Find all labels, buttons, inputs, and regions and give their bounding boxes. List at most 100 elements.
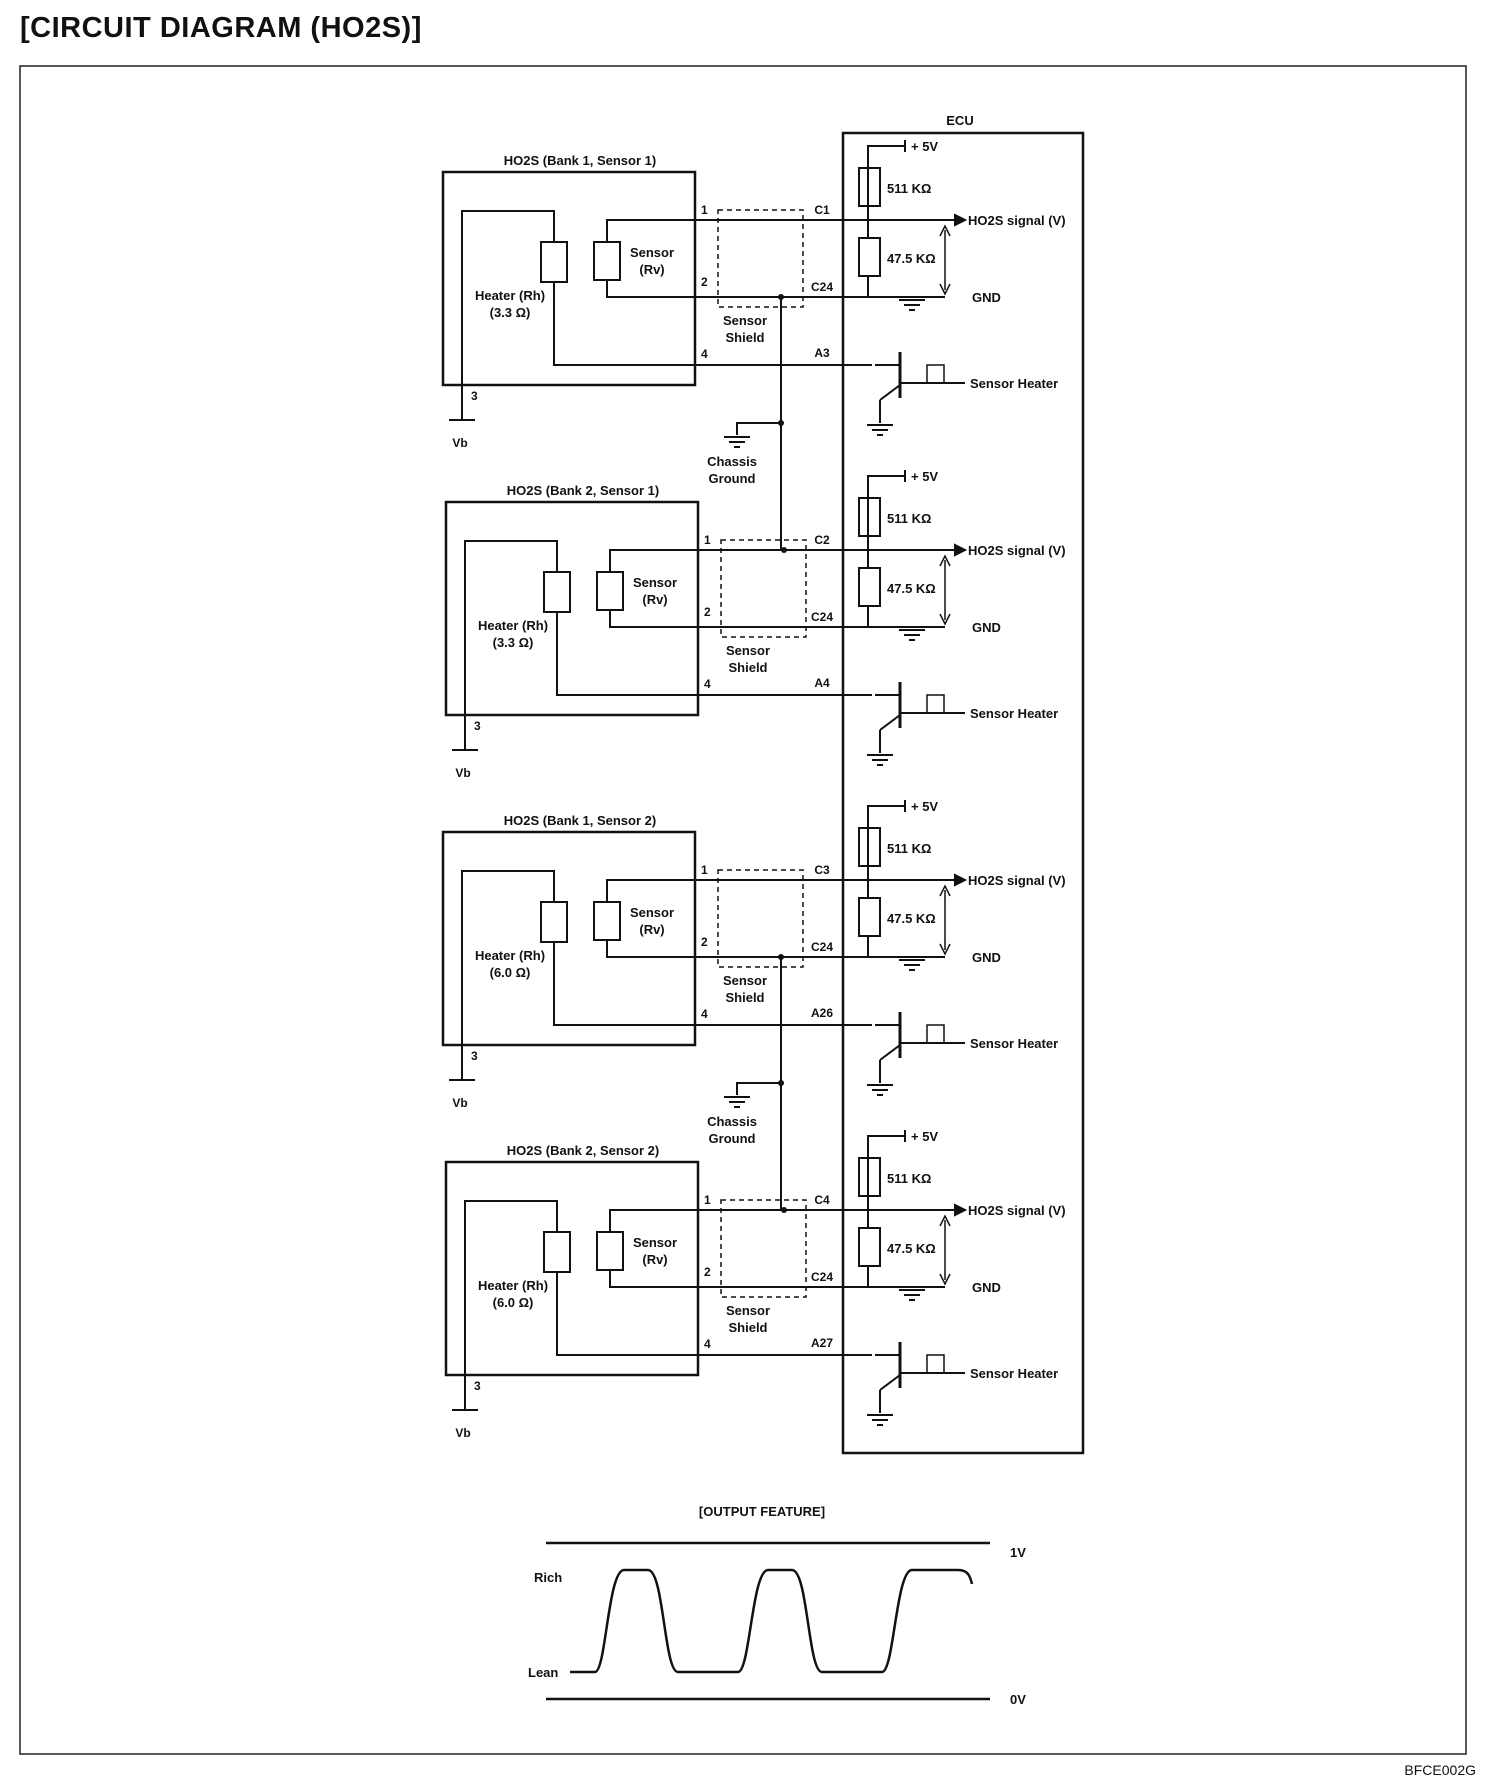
sensor-shield xyxy=(717,869,804,968)
transistor-ground xyxy=(867,424,893,436)
signal-arrow xyxy=(954,1203,968,1217)
shield-label-2: Shield xyxy=(725,990,764,1005)
ground-pin-label: C24 xyxy=(811,280,833,294)
pin1-label: 1 xyxy=(701,203,708,217)
chassis-drop xyxy=(736,422,781,435)
transistor-emitter xyxy=(879,1044,901,1061)
sensor-label: Sensor xyxy=(633,1235,677,1250)
pin3-label: 3 xyxy=(474,1379,481,1393)
heater-wire xyxy=(553,282,843,366)
resistor-top xyxy=(858,497,881,537)
ecu-ground xyxy=(899,1289,925,1301)
output-feature: [OUTPUT FEATURE] 1V 0V Rich Lean xyxy=(528,1504,1026,1707)
pwm-pulse xyxy=(922,1024,945,1044)
supply-label: + 5V xyxy=(911,469,938,484)
supply-wire xyxy=(867,475,905,550)
pin2-label: 2 xyxy=(701,275,708,289)
sensor-shield xyxy=(720,539,807,638)
heater-out-label: Sensor Heater xyxy=(970,1036,1058,1051)
vb-label: Vb xyxy=(455,1426,470,1440)
sensor-box xyxy=(444,1160,700,1377)
heater-wire xyxy=(556,612,843,696)
gnd-label: GND xyxy=(972,290,1001,305)
pin1-label: 1 xyxy=(701,863,708,877)
transistor-emitter xyxy=(879,1374,901,1391)
heater-resistor xyxy=(543,571,571,613)
sensor-sub-label: (Rv) xyxy=(639,262,664,277)
heater-pin-label: A4 xyxy=(814,676,830,690)
ground-pin-label: C24 xyxy=(811,940,833,954)
transistor-ground xyxy=(867,1414,893,1426)
vb-label: Vb xyxy=(452,1096,467,1110)
heater-feed-wire xyxy=(464,1200,558,1410)
sensor-element xyxy=(596,571,624,611)
pin3-label: 3 xyxy=(474,719,481,733)
resistor-bottom-label: 47.5 KΩ xyxy=(887,581,936,596)
shield-label-2: Shield xyxy=(728,660,767,675)
ground-wire xyxy=(606,280,843,298)
pin4-label: 4 xyxy=(701,347,708,361)
heater-feed-wire xyxy=(464,540,558,750)
ground-wire xyxy=(609,610,843,628)
signal-arrow xyxy=(954,213,968,227)
pin1-label: 1 xyxy=(704,1193,711,1207)
pin4-label: 4 xyxy=(704,677,711,691)
chassis-ground-symbol xyxy=(724,436,750,448)
resistor-bottom xyxy=(858,897,881,937)
chassis-drop xyxy=(736,1082,781,1095)
sensor-box xyxy=(441,830,697,1047)
vb-label: Vb xyxy=(455,766,470,780)
pin2-label: 2 xyxy=(704,605,711,619)
ecu-ground xyxy=(899,629,925,641)
shield-label-2: Shield xyxy=(728,1320,767,1335)
sensor-sub-label: (Rv) xyxy=(642,1252,667,1267)
sensor-shield xyxy=(720,1199,807,1298)
rich-label: Rich xyxy=(534,1570,562,1585)
ecu-box xyxy=(841,131,1085,1455)
pin4-label: 4 xyxy=(701,1007,708,1021)
signal-label: HO2S signal (V) xyxy=(968,1203,1066,1218)
sensor-element xyxy=(593,241,621,281)
heater-pin-label: A27 xyxy=(811,1336,833,1350)
heater-feed-wire xyxy=(461,210,555,420)
heater-label: Heater (Rh) xyxy=(478,1278,548,1293)
sensor-title: HO2S (Bank 2, Sensor 1) xyxy=(507,483,659,498)
resistor-bottom xyxy=(858,1227,881,1267)
supply-wire xyxy=(867,1135,905,1210)
figure-code: BFCE002G xyxy=(1404,1762,1476,1778)
ecu-ground xyxy=(899,299,925,311)
lower-level-label: 0V xyxy=(1010,1692,1026,1707)
heater-out-label: Sensor Heater xyxy=(970,1366,1058,1381)
shield-label-1: Sensor xyxy=(726,643,770,658)
sensor-title: HO2S (Bank 1, Sensor 1) xyxy=(504,153,656,168)
pin2-label: 2 xyxy=(701,935,708,949)
sensor-element xyxy=(593,901,621,941)
heater-resistor xyxy=(540,241,568,283)
signal-pin-label: C2 xyxy=(814,533,830,547)
signal-pin-label: C4 xyxy=(814,1193,830,1207)
sensor-title: HO2S (Bank 1, Sensor 2) xyxy=(504,813,656,828)
heater-out-label: Sensor Heater xyxy=(970,376,1058,391)
sensor-sub-label: (Rv) xyxy=(642,592,667,607)
shield-label-2: Shield xyxy=(725,330,764,345)
upper-level-label: 1V xyxy=(1010,1545,1026,1560)
supply-label: + 5V xyxy=(911,139,938,154)
shield-label-1: Sensor xyxy=(723,973,767,988)
span-arrow-up xyxy=(939,224,951,237)
signal-label: HO2S signal (V) xyxy=(968,543,1066,558)
ground-wire xyxy=(609,1270,843,1288)
pwm-pulse xyxy=(922,694,945,714)
resistor-top-label: 511 KΩ xyxy=(887,181,931,196)
transistor-emitter xyxy=(879,384,901,401)
lean-label: Lean xyxy=(528,1665,558,1680)
heater-value: (3.3 Ω) xyxy=(490,305,531,320)
shield-label-1: Sensor xyxy=(723,313,767,328)
span-arrow-down xyxy=(939,1273,951,1286)
span-arrow-up xyxy=(939,1214,951,1227)
sensor-label: Sensor xyxy=(630,245,674,260)
transistor-emitter xyxy=(879,714,901,731)
